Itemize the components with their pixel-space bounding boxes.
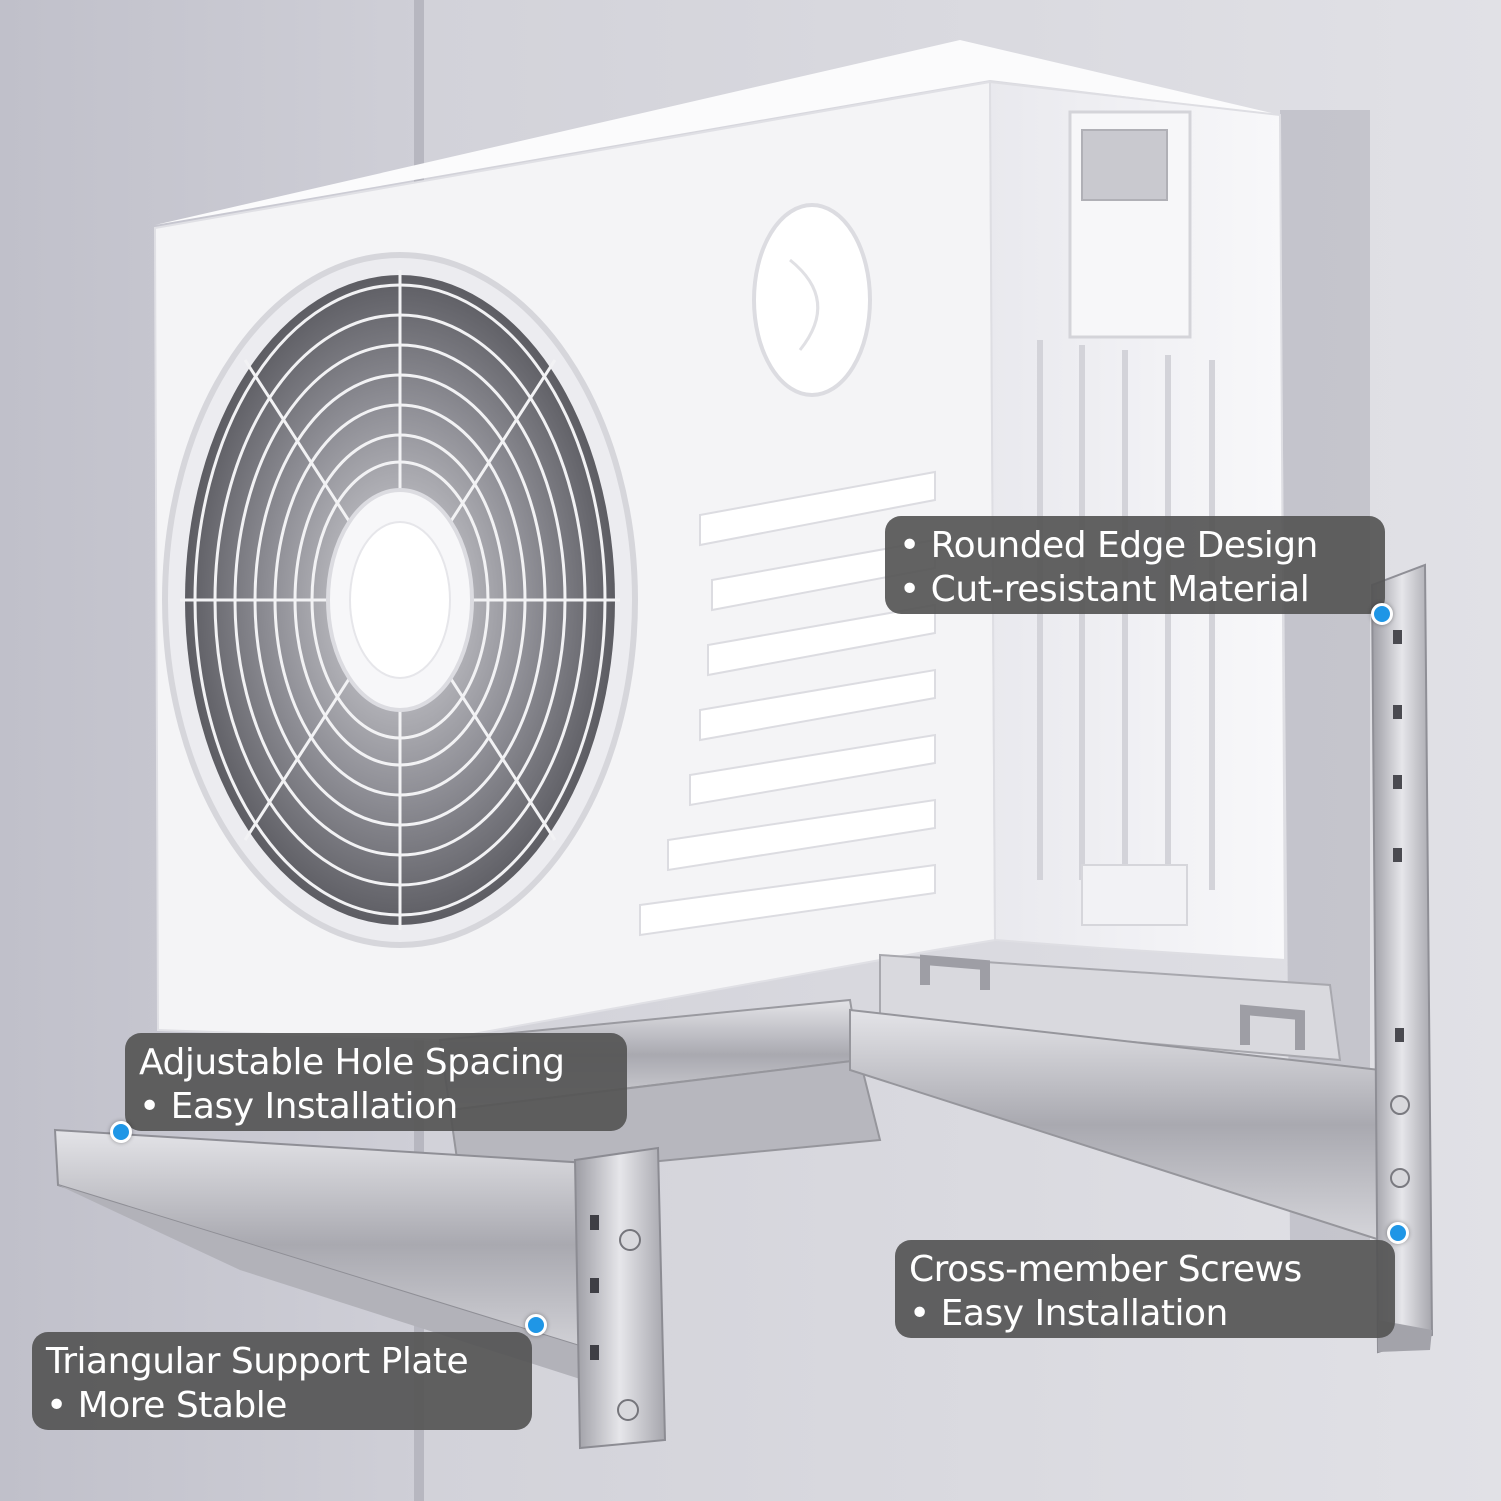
port-cap	[752, 203, 872, 397]
callout-hole-spacing-line2: • Easy Installation	[139, 1086, 458, 1127]
rail-back	[879, 953, 1342, 1062]
marker-dot-triangular	[525, 1314, 547, 1336]
callout-rounded-edge-line2: • Cut-resistant Material	[899, 569, 1310, 610]
callout-cross-member-line2: • Easy Installation	[909, 1293, 1228, 1334]
callout-triangular-line1: Triangular Support Plate	[46, 1341, 469, 1382]
right-bracket-post	[1370, 563, 1434, 1354]
left-bracket-holes	[590, 1215, 599, 1360]
callout-cross-member-line1: Cross-member Screws	[909, 1249, 1302, 1290]
front-louvers	[639, 470, 936, 937]
marker-dot-cross-member	[1387, 1222, 1409, 1244]
right-bracket-holes	[1393, 630, 1404, 1042]
marker-dot-hole-spacing	[110, 1121, 132, 1143]
callout-triangular: Triangular Support Plate • More Stable	[32, 1332, 532, 1430]
callout-cross-member: Cross-member Screws • Easy Installation	[895, 1240, 1395, 1338]
callout-hole-spacing: Adjustable Hole Spacing • Easy Installat…	[125, 1033, 627, 1131]
callout-triangular-line2: • More Stable	[46, 1385, 287, 1426]
marker-dot-rounded-edge	[1371, 603, 1393, 625]
callout-hole-spacing-line1: Adjustable Hole Spacing	[139, 1042, 565, 1083]
callout-rounded-edge: • Rounded Edge Design • Cut-resistant Ma…	[885, 516, 1385, 614]
callout-rounded-edge-line1: • Rounded Edge Design	[899, 525, 1318, 566]
